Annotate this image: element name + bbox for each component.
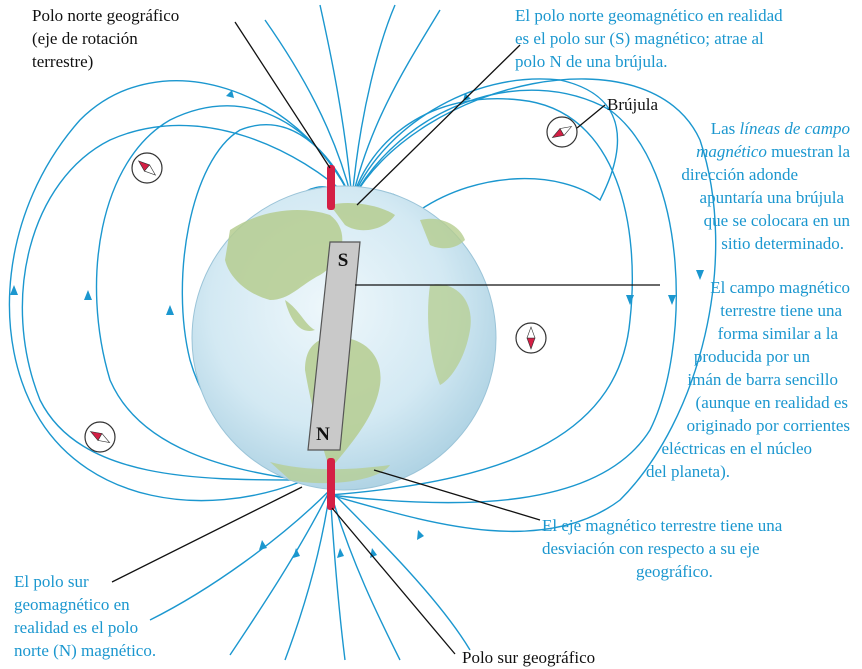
field-line — [21, 124, 353, 481]
label-line: norte (N) magnético. — [14, 641, 157, 660]
label-line: Polo norte geográfico — [32, 6, 180, 25]
bar-magnet: S N — [307, 241, 361, 451]
label-line: originado por corrientes — [686, 416, 850, 435]
geographic-axis — [327, 165, 335, 510]
label-north-geographic: Polo norte geográfico (eje de rotación t… — [32, 4, 179, 73]
leader-lines — [111, 21, 660, 655]
label-line: El campo magnético — [710, 278, 850, 297]
label-line: que se colocara en un — [703, 211, 850, 230]
compass-upper-left — [131, 152, 163, 184]
field-line-arrow-icon — [166, 305, 174, 315]
leader-north-geo — [234, 21, 331, 169]
field-line — [351, 4, 396, 201]
field-line — [319, 4, 353, 201]
compass-icon — [89, 431, 111, 443]
field-lines — [8, 4, 717, 661]
leader-compass — [576, 104, 606, 129]
field-line-arrow-icon — [626, 295, 634, 305]
label-line: producida por un — [693, 347, 810, 366]
field-line — [8, 80, 353, 502]
compass-right — [515, 322, 547, 354]
label-line: polo N de una brújula. — [515, 52, 668, 71]
label-part: muestran la — [766, 142, 850, 161]
field-line — [329, 489, 346, 661]
label-line: sitio determinado. — [721, 234, 844, 253]
label-part-italic: magnético — [696, 142, 767, 161]
label-line: del planeta). — [645, 462, 730, 481]
compass-lower-left — [84, 421, 116, 453]
magnet-south-letter: S — [338, 250, 349, 271]
field-line-arrow-icon — [668, 295, 676, 305]
leader-mag-axis — [373, 469, 541, 521]
compass-icon — [551, 126, 573, 138]
leader-south-geomag — [111, 486, 303, 583]
field-line — [284, 489, 331, 661]
label-compass: Brújula — [607, 95, 658, 114]
label-line: imán de barra sencillo — [687, 370, 838, 389]
leader-north-geomag — [356, 44, 521, 206]
label-part-italic: líneas de campo — [739, 119, 850, 138]
label-line: eléctricas en el núcleo — [661, 439, 812, 458]
field-line — [149, 489, 331, 621]
compass-icon — [137, 160, 157, 176]
field-line — [229, 489, 331, 656]
magnet-north-letter: N — [316, 424, 330, 445]
label-line: apuntaría una brújula — [699, 188, 844, 207]
field-line — [329, 489, 471, 651]
axis-top — [327, 165, 335, 210]
field-line-arrow-icon — [259, 540, 267, 550]
label-field-lines: Las líneas de campo magnético muestran l… — [620, 117, 850, 255]
label-line: Las líneas de campo — [620, 117, 850, 140]
field-line — [329, 489, 401, 661]
field-line — [351, 9, 441, 201]
field-line-arrow-icon — [293, 548, 300, 558]
label-magnetic-axis: El eje magnético terrestre tiene una des… — [542, 514, 782, 583]
compass-icon — [526, 326, 536, 350]
label-line: terrestre) — [32, 52, 94, 71]
field-line — [329, 78, 717, 533]
label-line: forma similar a la — [717, 324, 838, 343]
continent-north-america — [225, 210, 343, 300]
continent-africa — [428, 284, 471, 385]
field-line-arrow-icon — [337, 548, 344, 558]
label-south-geomagnetic: El polo sur geomagnético en realidad es … — [14, 570, 156, 662]
field-line — [329, 89, 677, 504]
continent-central-america — [285, 300, 315, 331]
label-south-geographic: Polo sur geográfico — [462, 648, 596, 667]
label-line: (aunque en realidad es — [695, 393, 848, 412]
label-line: magnético muestran la — [620, 140, 850, 163]
label-line: dirección adonde — [681, 165, 798, 184]
label-line: es el polo sur (S) magnético; atrae al — [515, 29, 764, 48]
label-north-geomagnetic: El polo norte geomagnético en realidad e… — [515, 4, 783, 73]
label-earth-field: El campo magnético terrestre tiene una f… — [600, 276, 850, 483]
label-line: geomagnético en — [14, 595, 130, 614]
label-line: desviación con respecto a su eje — [542, 539, 760, 558]
field-line-arrow-icon — [696, 270, 704, 280]
field-line — [95, 105, 353, 481]
field-line-arrow-icon — [10, 285, 18, 295]
label-line: El polo norte geomagnético en realidad — [515, 6, 783, 25]
field-line-arrow-icon — [226, 90, 234, 98]
leader-south-geo — [331, 507, 456, 655]
field-line — [264, 19, 353, 201]
label-line: El polo sur — [14, 572, 89, 591]
compass-upper-right — [546, 116, 578, 148]
label-line: geográfico. — [636, 562, 713, 581]
label-line: realidad es el polo — [14, 618, 139, 637]
continent-europe — [420, 218, 465, 249]
field-line — [351, 78, 619, 211]
field-line-arrow-icon — [417, 530, 424, 540]
axis-bottom — [327, 458, 335, 510]
label-part: Las — [710, 119, 740, 138]
label-line: El eje magnético terrestre tiene una — [542, 516, 783, 535]
label-line: terrestre tiene una — [720, 301, 842, 320]
continent-greenland — [330, 203, 395, 231]
label-line: (eje de rotación — [32, 29, 138, 48]
field-line-arrow-icon — [84, 290, 92, 300]
